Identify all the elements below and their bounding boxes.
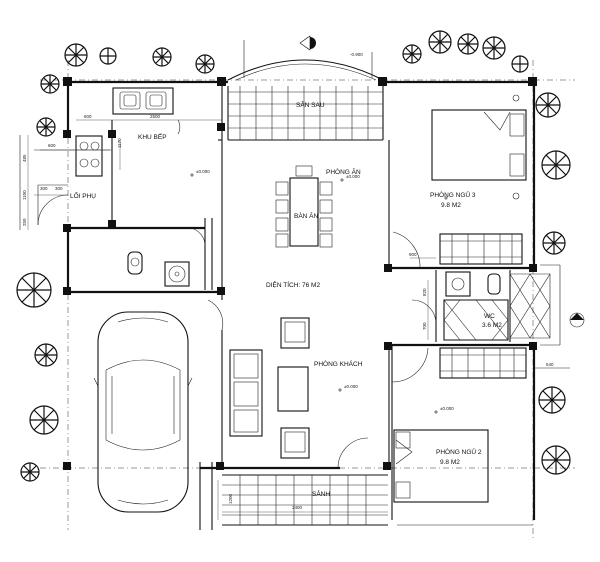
dim-1100: 1100 bbox=[22, 190, 27, 200]
label-sanh: SẢNH bbox=[312, 489, 330, 498]
tree-icon bbox=[34, 343, 58, 367]
room-labels: SÂN SAU KHU BẾP LỐI PHỤ PHÒNG ĂN BÀN ĂN … bbox=[70, 100, 579, 498]
label-ban-an: BÀN ĂN bbox=[294, 211, 319, 220]
tree-icon bbox=[482, 36, 506, 60]
kitchen-fixtures bbox=[75, 87, 194, 177]
dim-600-left: 600 bbox=[48, 143, 56, 148]
dim-2500: 2500 bbox=[150, 114, 161, 119]
lobby-steps bbox=[222, 437, 388, 526]
tree-icon bbox=[29, 405, 59, 435]
bedroom-2-furniture bbox=[391, 347, 527, 503]
label-phong-ngu-2-area: 9.8 M2 bbox=[440, 459, 460, 466]
label-dien-tich: DIỆN TÍCH: 76 M2 bbox=[266, 280, 320, 289]
dim-300-b: 300 bbox=[55, 186, 63, 191]
label-phong-ngu-3-area: 9.8 M2 bbox=[441, 202, 461, 209]
tree-icon bbox=[538, 386, 566, 414]
toilet-downstairs bbox=[127, 227, 206, 287]
level-pn2: ±0.000 bbox=[440, 406, 454, 411]
car-parking bbox=[93, 311, 193, 513]
living-room-furniture bbox=[207, 299, 342, 459]
label-phong-ngu-3: PHÒNG NGỦ 3 bbox=[430, 190, 476, 199]
dim-700: 700 bbox=[422, 322, 427, 330]
wc-fixtures bbox=[411, 271, 551, 341]
section-marker-label: 1 bbox=[575, 313, 579, 320]
dim-250: 250 bbox=[22, 218, 27, 226]
tree-icon bbox=[542, 231, 566, 255]
tree-icon bbox=[16, 272, 52, 308]
side-entrance-door bbox=[19, 135, 110, 230]
dim-600-top: 600 bbox=[84, 114, 92, 119]
tree-icon-group-right bbox=[402, 30, 571, 475]
tree-icon-group-left bbox=[16, 43, 215, 482]
dim-485: 485 bbox=[22, 154, 27, 162]
label-san-sau: SÂN SAU bbox=[296, 100, 325, 109]
tree-icon bbox=[20, 462, 40, 482]
dim-900: 900 bbox=[409, 252, 417, 257]
level-khach: ±0.000 bbox=[344, 384, 358, 389]
tree-icon bbox=[535, 92, 561, 118]
tree-icon bbox=[402, 44, 422, 64]
tree-icon bbox=[541, 150, 571, 180]
columns bbox=[63, 77, 537, 470]
level-san: -0.900 bbox=[350, 52, 363, 57]
tree-icon bbox=[152, 47, 172, 67]
bedroom-3-furniture bbox=[392, 94, 527, 269]
tree-icon bbox=[428, 30, 452, 54]
walls bbox=[66, 80, 536, 530]
tree-icon bbox=[541, 445, 571, 475]
label-phong-an: PHÒNG ĂN bbox=[326, 167, 361, 176]
label-phong-ngu-2: PHÒNG NGỦ 2 bbox=[436, 447, 482, 456]
dimension-labels: 600 2500 1170 600 300 300 485 1100 250 9… bbox=[22, 52, 554, 510]
level-bep: ±0.000 bbox=[196, 169, 210, 174]
level-an: ±0.000 bbox=[346, 174, 360, 179]
label-wc: WC bbox=[484, 313, 495, 320]
tree-icon bbox=[36, 117, 56, 137]
dim-1200: 1200 bbox=[228, 493, 233, 504]
dim-820: 820 bbox=[422, 288, 427, 296]
tree-icon bbox=[99, 47, 117, 65]
label-phong-khach: PHÒNG KHÁCH bbox=[314, 359, 363, 368]
dim-1170: 1170 bbox=[117, 138, 122, 148]
dimension-lines bbox=[27, 119, 436, 520]
tree-icon bbox=[511, 55, 529, 73]
label-wc-area: 3.6 M2 bbox=[482, 322, 502, 329]
dim-300-a: 300 bbox=[40, 186, 48, 191]
back-yard-steps bbox=[227, 35, 384, 141]
label-loi-phu: LỐI PHỤ bbox=[70, 190, 96, 200]
dim-3400: 3400 bbox=[292, 505, 303, 510]
tree-icon bbox=[64, 43, 88, 67]
dim-540: 540 bbox=[546, 362, 554, 367]
tree-icon bbox=[457, 33, 479, 55]
tree-icon bbox=[40, 74, 60, 94]
label-khu-bep: KHU BẾP bbox=[138, 131, 167, 141]
dining-table-group bbox=[275, 165, 344, 248]
tree-icon bbox=[195, 54, 215, 74]
right-side-details bbox=[397, 264, 585, 526]
